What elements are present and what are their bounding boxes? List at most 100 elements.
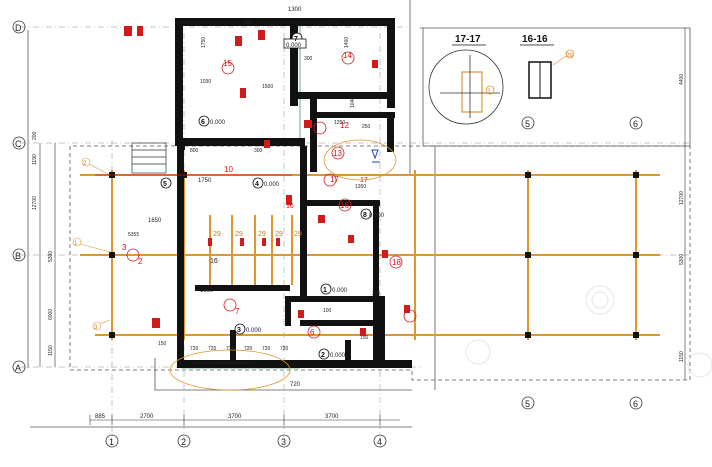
room-1-number: 1 [323,287,327,294]
mark-18: 18 [392,258,401,267]
room-tags [160,32,372,360]
dim-3700-a: 3700 [228,414,242,420]
room-2-level: 0.000 [330,353,346,359]
beam-label-29-5: 29 [294,231,302,238]
leader-1: 1 [74,241,78,247]
room-3-level: 0.000 [246,328,262,334]
axis-label-d: D [15,23,22,33]
dim-720-small: 720 [290,382,301,388]
dim-1500: 1500 [262,84,273,90]
dim-1400: 1400 [344,37,350,48]
red-symbol-clusters [124,26,410,336]
mark-14: 14 [343,51,352,60]
watermark-circles [465,285,712,378]
dim-1750-v: 1750 [201,37,207,48]
axis-label-4: 4 [377,437,382,447]
blue-symbols [371,149,380,163]
axis-label-5: 5 [525,399,530,409]
room-8-number: 8 [363,212,367,219]
axis-label-c: C [15,139,22,149]
room-5-number: 5 [163,181,167,188]
dim-1750: 1750 [198,178,212,184]
section-17-17-mark: 2 [487,89,491,95]
mark-16-c: 16 [210,258,218,265]
dim-right-12700: 12700 [679,191,685,205]
mark-6: 6 [310,328,315,337]
beam-label-29-3: 29 [258,231,266,238]
room-4-level: 0.000 [264,182,280,188]
dim-100: 100 [323,308,332,314]
mark-15: 15 [223,59,232,68]
beam-label-29-4: 29 [275,231,283,238]
section-16-16-mark: 29 [566,53,573,59]
left-dimension-chain [39,143,56,367]
dim-left-6000: 6000 [48,309,54,320]
dim-right-5300: 5300 [679,254,685,265]
dim-720-6: 720 [280,346,289,352]
axis-bubbles-bottom [105,116,643,448]
room-4-number: 4 [255,181,259,188]
section-axis-label-6: 6 [633,119,638,129]
room-1-level: 0.000 [332,288,348,294]
walls [175,18,412,368]
bottom-note: лн. 4х1 / гид. подмостки подмост [192,360,253,365]
timber-beams [80,170,660,340]
dim-1650: 1650 [148,218,162,224]
dim-2700: 2700 [140,414,154,420]
axis-label-3: 3 [281,437,286,447]
dim-1600: 1600 [200,288,214,294]
room-7-level: 0.000 [286,43,302,49]
dim-top-1300: 1300 [288,7,302,13]
outer-boundary-lines [27,0,691,428]
mark-3: 3 [122,243,127,252]
dim-250-b: 250 [372,291,381,297]
section-16-16-detail: 16-16 29 [520,34,575,99]
dim-150: 150 [158,341,167,347]
mark-7: 7 [235,307,240,316]
stair [131,142,167,174]
dims-720-row: 720 720 720 720 720 720 720 [190,346,301,388]
mark-16-b: 16 [286,203,294,210]
dim-top-1200-a: 1200 [242,20,253,26]
dim-800: 800 [190,148,199,154]
axis-lines [20,20,690,440]
dim-left-12700: 12700 [32,196,38,210]
dim-250: 250 [362,124,371,130]
room-2-number: 2 [321,352,325,359]
axis-label-1: 1 [109,437,114,447]
dim-right-4400: 4400 [679,74,685,85]
dim-300-b: 300 [304,56,313,62]
dim-720-2: 720 [208,346,217,352]
axis-label-b: B [15,251,21,261]
axis-label-2: 2 [181,437,186,447]
leader-2: 2 [83,161,87,167]
dim-5355: 5355 [128,232,139,238]
beam-label-29-2: 29 [235,231,243,238]
mark-17-b: 17 [360,177,368,184]
room-3-number: 3 [237,327,241,334]
room-6-level: 0.000 [210,120,226,126]
beam-label-29-1: 29 [213,231,221,238]
dim-1350: 1350 [355,184,366,190]
dim-720-5: 720 [262,346,271,352]
leader-3: 3 [94,325,98,331]
dim-1030: 1030 [200,79,211,85]
dim-left-1190: 1190 [32,154,38,165]
mark-17: 17 [330,175,339,184]
axis-label-a: A [15,363,21,373]
dim-720-3: 720 [226,346,235,352]
dim-150-b: 150 [360,335,369,341]
room-8-level: 0.000 [369,213,385,219]
dim-left-200: 200 [32,131,38,140]
dim-right-1150: 1150 [679,351,685,362]
dim-3700-b: 3700 [325,414,339,420]
axis-bubbles-left [12,20,26,374]
dim-720-4: 720 [244,346,253,352]
section-axis-label-5: 5 [525,119,530,129]
mark-13: 13 [333,149,342,158]
inner-outline [181,21,301,369]
dim-left-1150: 1150 [48,345,54,356]
room-7-number: 7 [294,36,298,43]
mark-16: 16 [340,201,349,210]
mark-12: 12 [340,121,349,130]
